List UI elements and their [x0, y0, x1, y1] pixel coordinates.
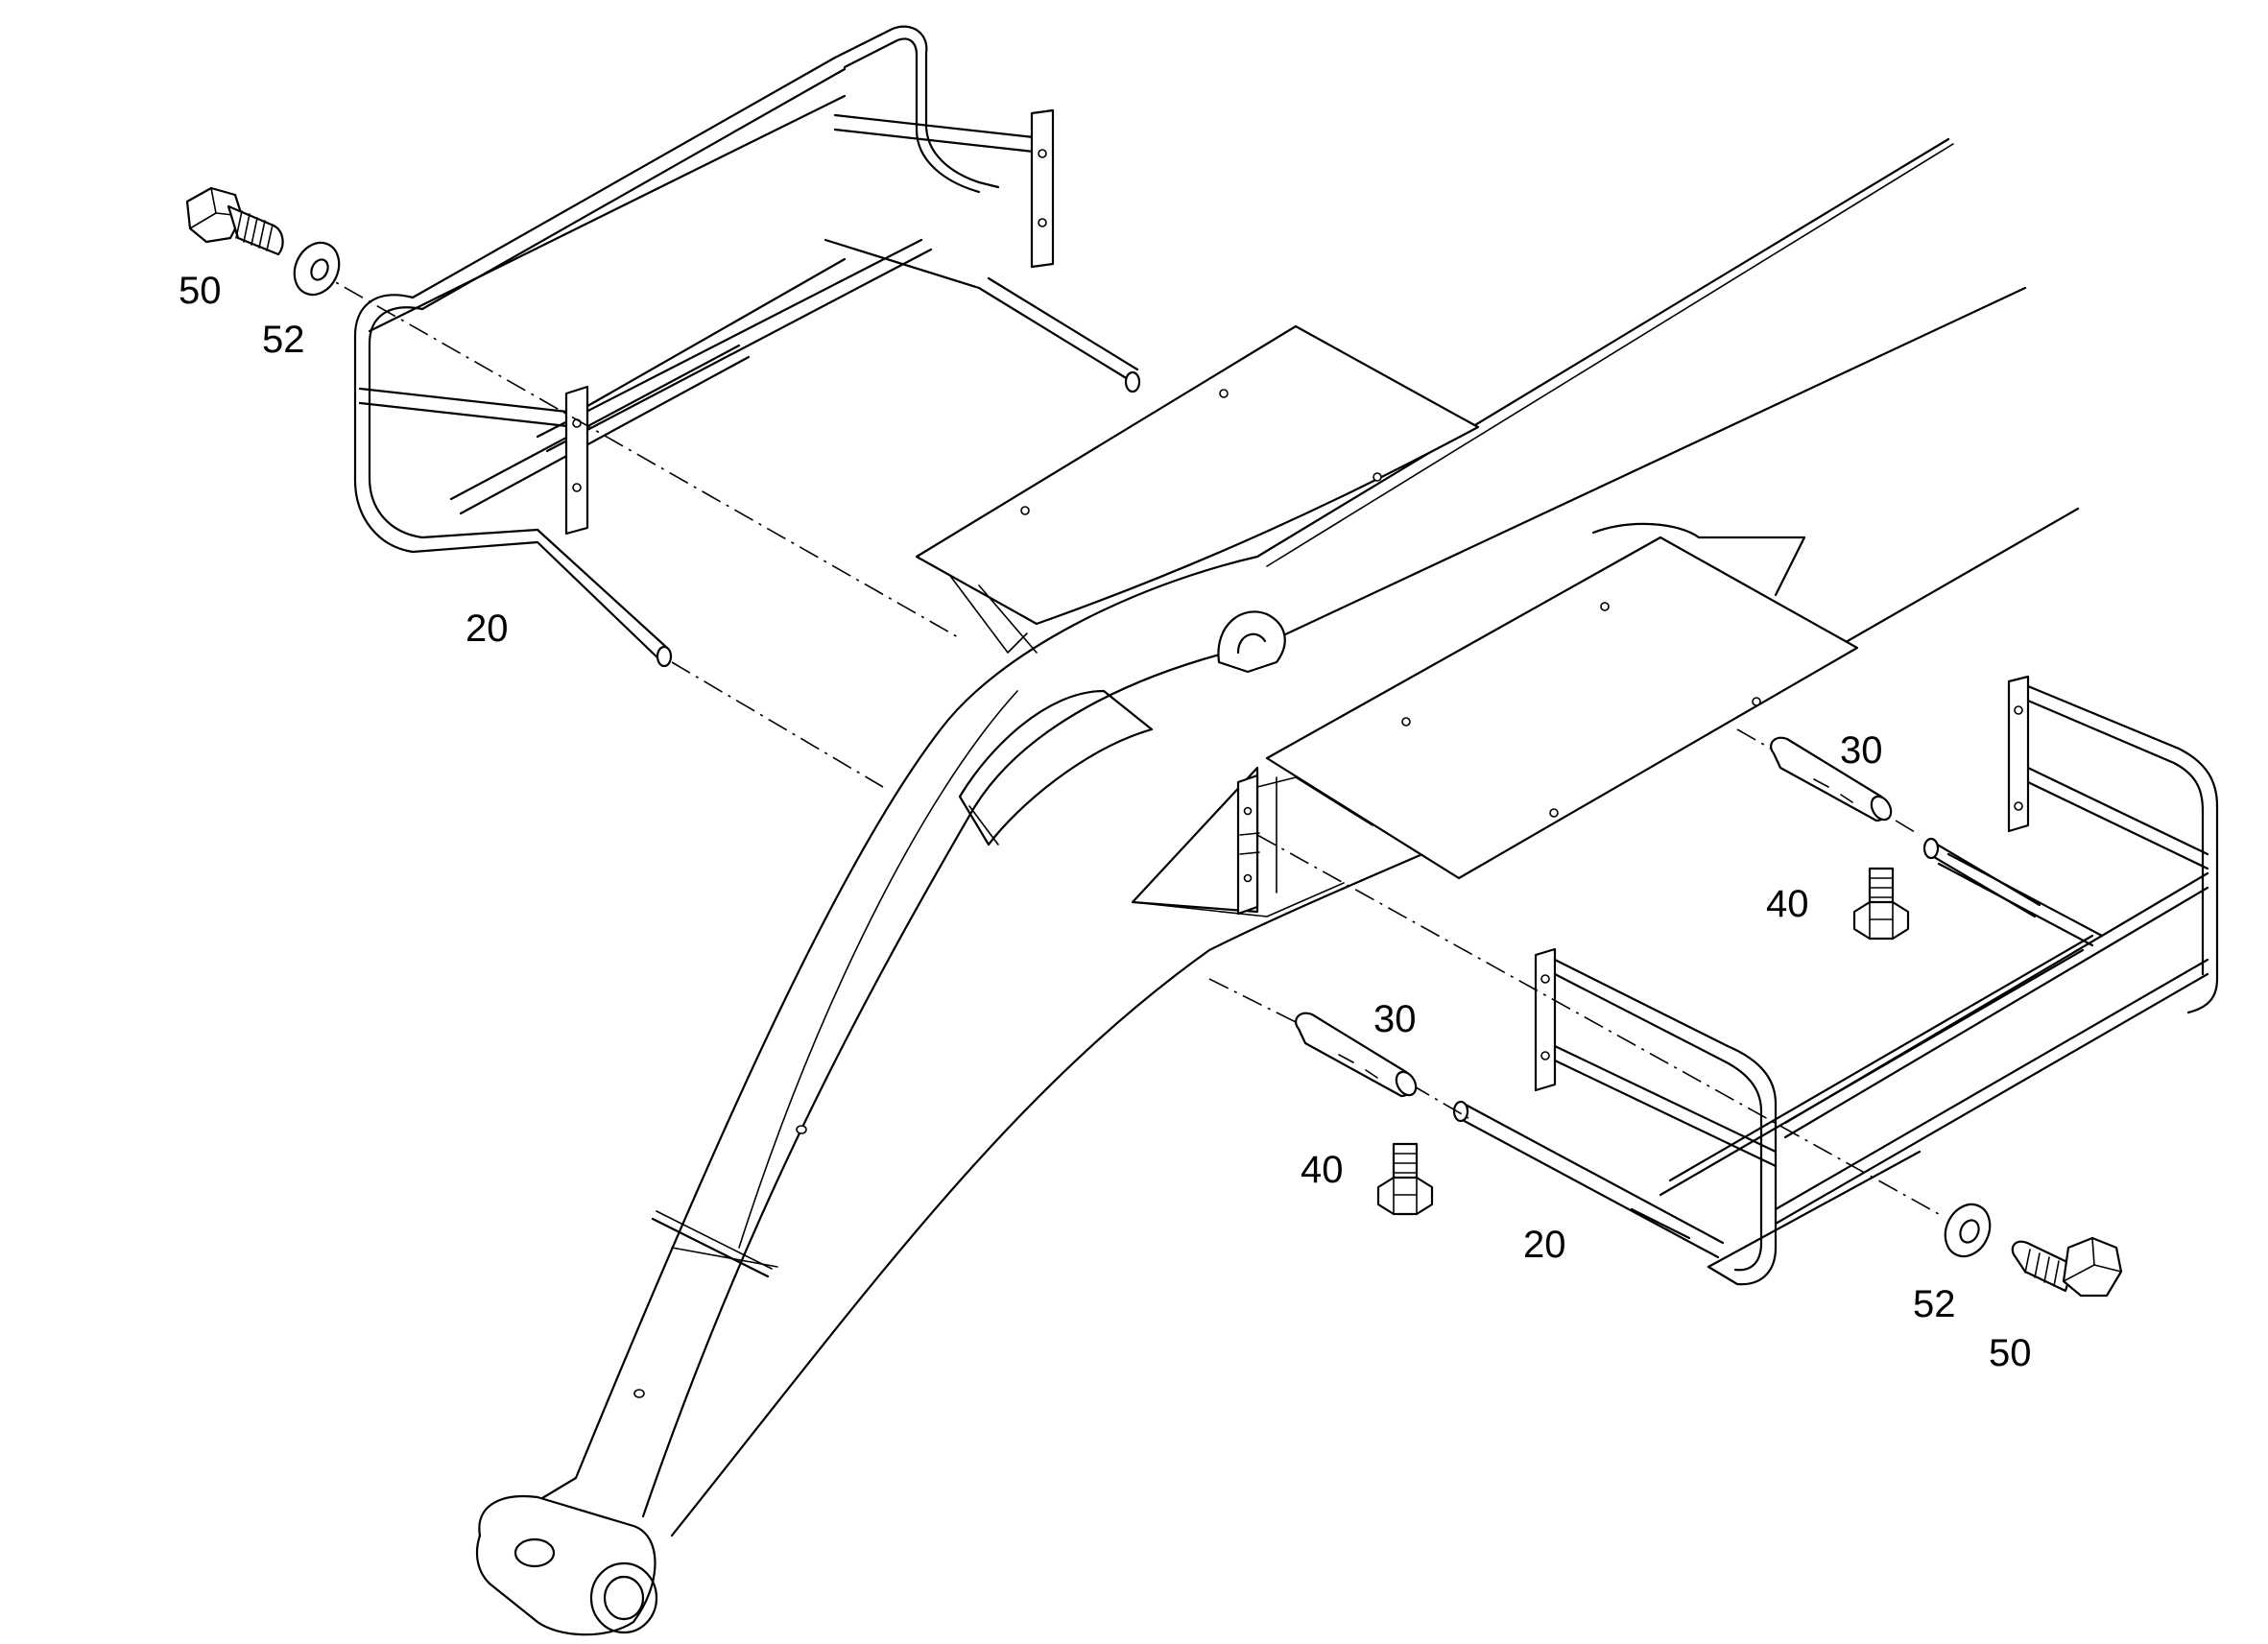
bolt-right: [2011, 1236, 2123, 1298]
pin-right: [1770, 736, 1893, 822]
callout-pin-center: 30: [1373, 998, 1417, 1040]
pin-center: [1295, 1012, 1418, 1098]
callout-pin-right: 30: [1840, 729, 1883, 772]
boom-arm: [475, 137, 2080, 1636]
platform-plate-right: [1131, 522, 1859, 917]
callout-rod-right: 20: [1523, 1224, 1566, 1266]
callout-screw-center: 40: [1301, 1149, 1344, 1191]
washer-left: [293, 241, 341, 297]
callout-bolt-left: 50: [179, 270, 222, 312]
platform-plate-left: [915, 324, 1480, 654]
handrail-left: [353, 25, 1141, 668]
bolt-left: [185, 186, 284, 256]
screw-right: [1852, 867, 1910, 941]
callout-screw-right: 40: [1766, 883, 1809, 925]
callout-bolt-right: 50: [1989, 1332, 2032, 1374]
handrail-right: [1452, 675, 2219, 1286]
callout-labels: 50 52 20 30 40 30 40 20 52 50: [179, 270, 2032, 1374]
screw-center: [1376, 1142, 1434, 1216]
washer-right: [1944, 1203, 1992, 1258]
callout-rod-left: 20: [466, 608, 509, 650]
callout-washer-left: 52: [262, 319, 305, 361]
callout-washer-right: 52: [1913, 1283, 1956, 1325]
